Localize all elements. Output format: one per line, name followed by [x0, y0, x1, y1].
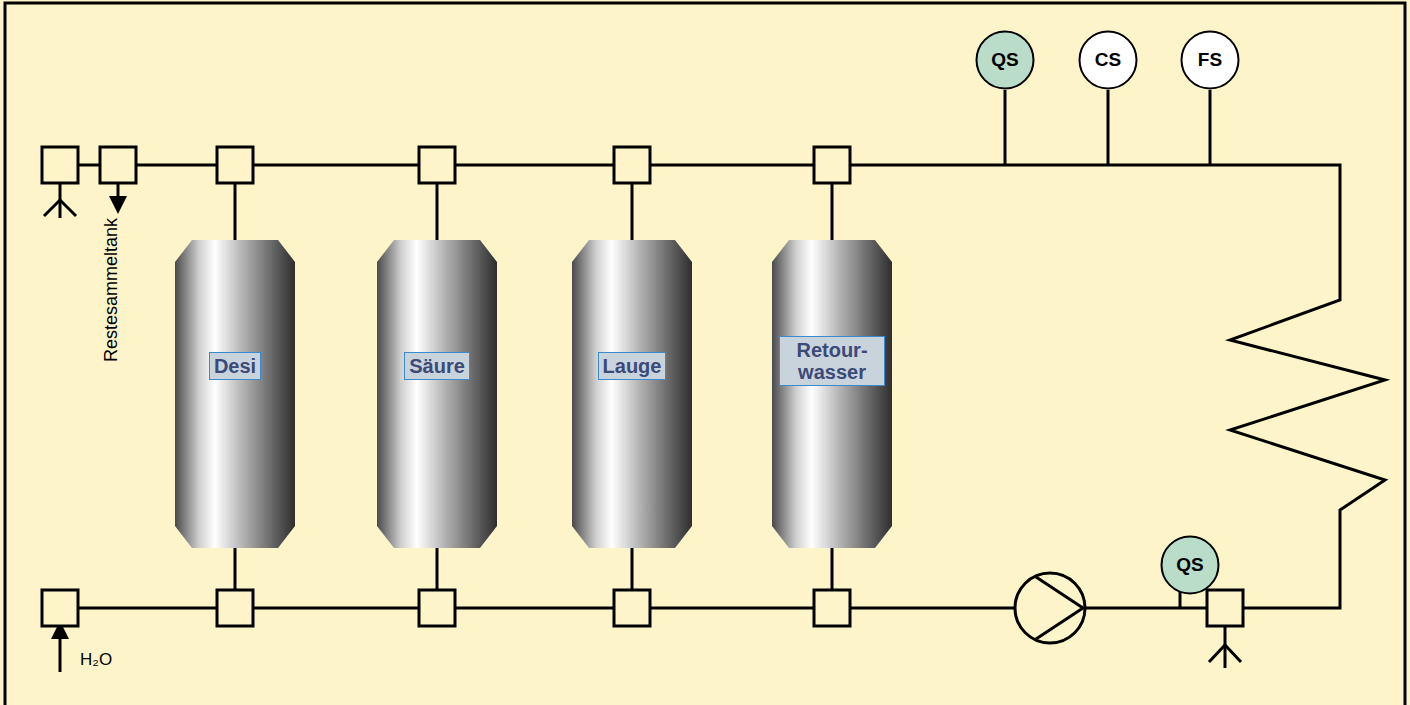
inlet-label: H₂O	[80, 650, 112, 670]
pump-symbol	[1015, 573, 1085, 643]
tank-shape	[772, 240, 892, 548]
tank-label: Retour- wasser	[779, 336, 885, 386]
tank-body	[175, 240, 295, 548]
tank-body	[377, 240, 497, 548]
sensor-text-holder: QS	[975, 30, 1035, 90]
sensor-text-holder: CS	[1078, 30, 1138, 90]
tank-shape	[175, 240, 295, 548]
tank: Säure	[377, 240, 497, 548]
tank: Desi	[175, 240, 295, 548]
tank-shape	[572, 240, 692, 548]
tank-label: Lauge	[598, 352, 667, 380]
sensor-text-holder: QS	[1160, 535, 1220, 595]
sensor-outline	[1182, 32, 1239, 89]
sensor-code: QS	[991, 49, 1018, 71]
tank: Retour- wasser	[772, 240, 892, 548]
valves	[42, 147, 1243, 626]
tank-label: Desi	[209, 352, 261, 380]
sensor-text-holder: FS	[1180, 30, 1240, 90]
sensor-code: CS	[1095, 49, 1121, 71]
sensor-code: QS	[1176, 554, 1203, 576]
frame	[5, 3, 1405, 705]
tank-body	[772, 240, 892, 548]
tank-shape	[377, 240, 497, 548]
tank-label: Säure	[404, 352, 470, 380]
tank-caption: Restesammeltank	[101, 218, 122, 362]
sensor-code: FS	[1198, 49, 1222, 71]
sensor-circle: CS	[1078, 30, 1138, 90]
tank-body	[572, 240, 692, 548]
sensor-outline	[977, 32, 1034, 89]
sensor-circle: FS	[1180, 30, 1240, 90]
sensor-circle: QS	[975, 30, 1035, 90]
pipes	[44, 90, 1385, 672]
sensor-outline	[1162, 537, 1219, 594]
sensor-outline	[1080, 32, 1137, 89]
sensor-circle: QS	[1160, 535, 1220, 595]
tank: Lauge	[572, 240, 692, 548]
